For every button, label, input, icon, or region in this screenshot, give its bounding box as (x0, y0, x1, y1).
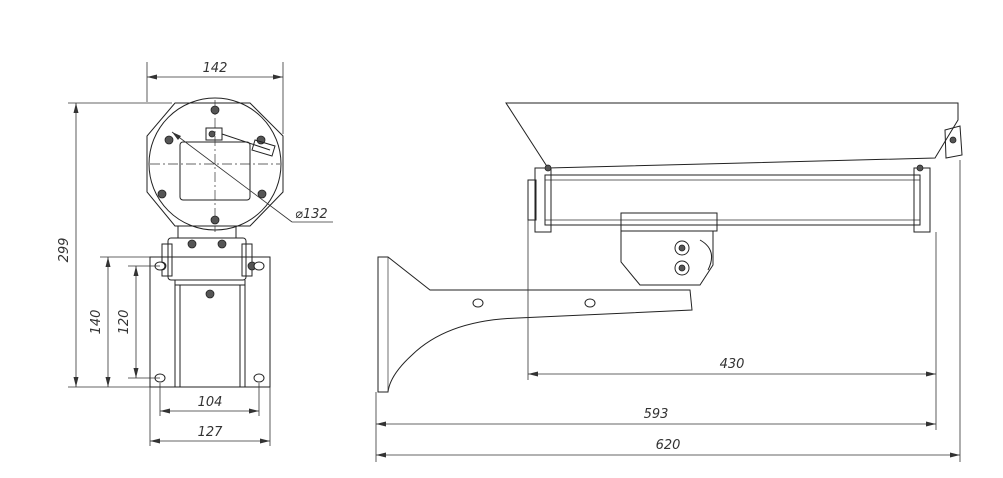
front-bolt (211, 216, 219, 224)
dim-label-bracket-inner: 120 (117, 310, 132, 335)
side-bolt (917, 165, 923, 171)
front-wiper-pivot (209, 131, 215, 137)
side-mount-joint (621, 231, 713, 285)
dim-arrow (528, 372, 538, 377)
dim-label-diameter: ⌀132 (295, 207, 328, 222)
front-bracket-hole (254, 374, 264, 382)
dim-arrow (926, 372, 936, 377)
front-clamp-bolt (218, 240, 226, 248)
dim-arrow (147, 75, 157, 80)
side-joint-bolt-center (679, 265, 685, 271)
dim-label-front-width: 142 (203, 61, 228, 76)
dim-arrow (172, 132, 181, 140)
side-sun-shield (506, 103, 958, 168)
side-mount-block (621, 213, 717, 231)
dim-arrow (74, 103, 79, 113)
side-rear-flange (914, 168, 930, 232)
dim-arrow (134, 266, 139, 276)
front-bracket-hole (254, 262, 264, 270)
dim-arrow (150, 439, 160, 444)
side-bolt (545, 165, 551, 171)
dim-arrow (376, 422, 386, 427)
side-joint-knob (700, 240, 712, 270)
front-bolt (211, 106, 219, 114)
dim-label-front-height: 299 (57, 238, 72, 263)
front-clamp-bolt (188, 240, 196, 248)
front-clamp-plate (242, 244, 252, 276)
side-arm-hole (585, 299, 595, 307)
side-joint-bolt-center (679, 245, 685, 251)
front-clamp-bolt (206, 290, 214, 298)
dim-arrow (249, 409, 259, 414)
dim-label-housing-length: 430 (720, 357, 745, 372)
dim-arrow (376, 453, 386, 458)
side-housing-tube (545, 175, 920, 225)
side-front-flange (535, 168, 551, 232)
dim-arrow (74, 377, 79, 387)
dim-arrow (106, 377, 111, 387)
dim-arrow (950, 453, 960, 458)
front-bolt (258, 190, 266, 198)
front-clamp-plate (162, 244, 172, 276)
dim-label-bracket-outer: 140 (89, 310, 104, 335)
front-bolt (158, 190, 166, 198)
side-wall-arm (378, 257, 692, 392)
dim-arrow (106, 257, 111, 267)
dim-arrow (134, 368, 139, 378)
dim-arrow (160, 409, 170, 414)
front-bolt (165, 136, 173, 144)
side-view: 430 593 620 (376, 103, 962, 462)
dim-label-mount-length: 593 (644, 407, 669, 422)
front-view: 142 ⌀132 299 140 120 104 (57, 61, 333, 446)
front-clamp (168, 238, 246, 280)
dim-label-total-length: 620 (656, 438, 681, 453)
dim-arrow (260, 439, 270, 444)
dim-label-bracket-width-outer: 127 (198, 425, 224, 440)
dim-arrow (273, 75, 283, 80)
dim-arrow (926, 422, 936, 427)
dim-label-bracket-width-inner: 104 (198, 395, 223, 410)
side-arm-hole (473, 299, 483, 307)
side-connector-bolt (950, 137, 956, 143)
front-neck (178, 226, 236, 238)
